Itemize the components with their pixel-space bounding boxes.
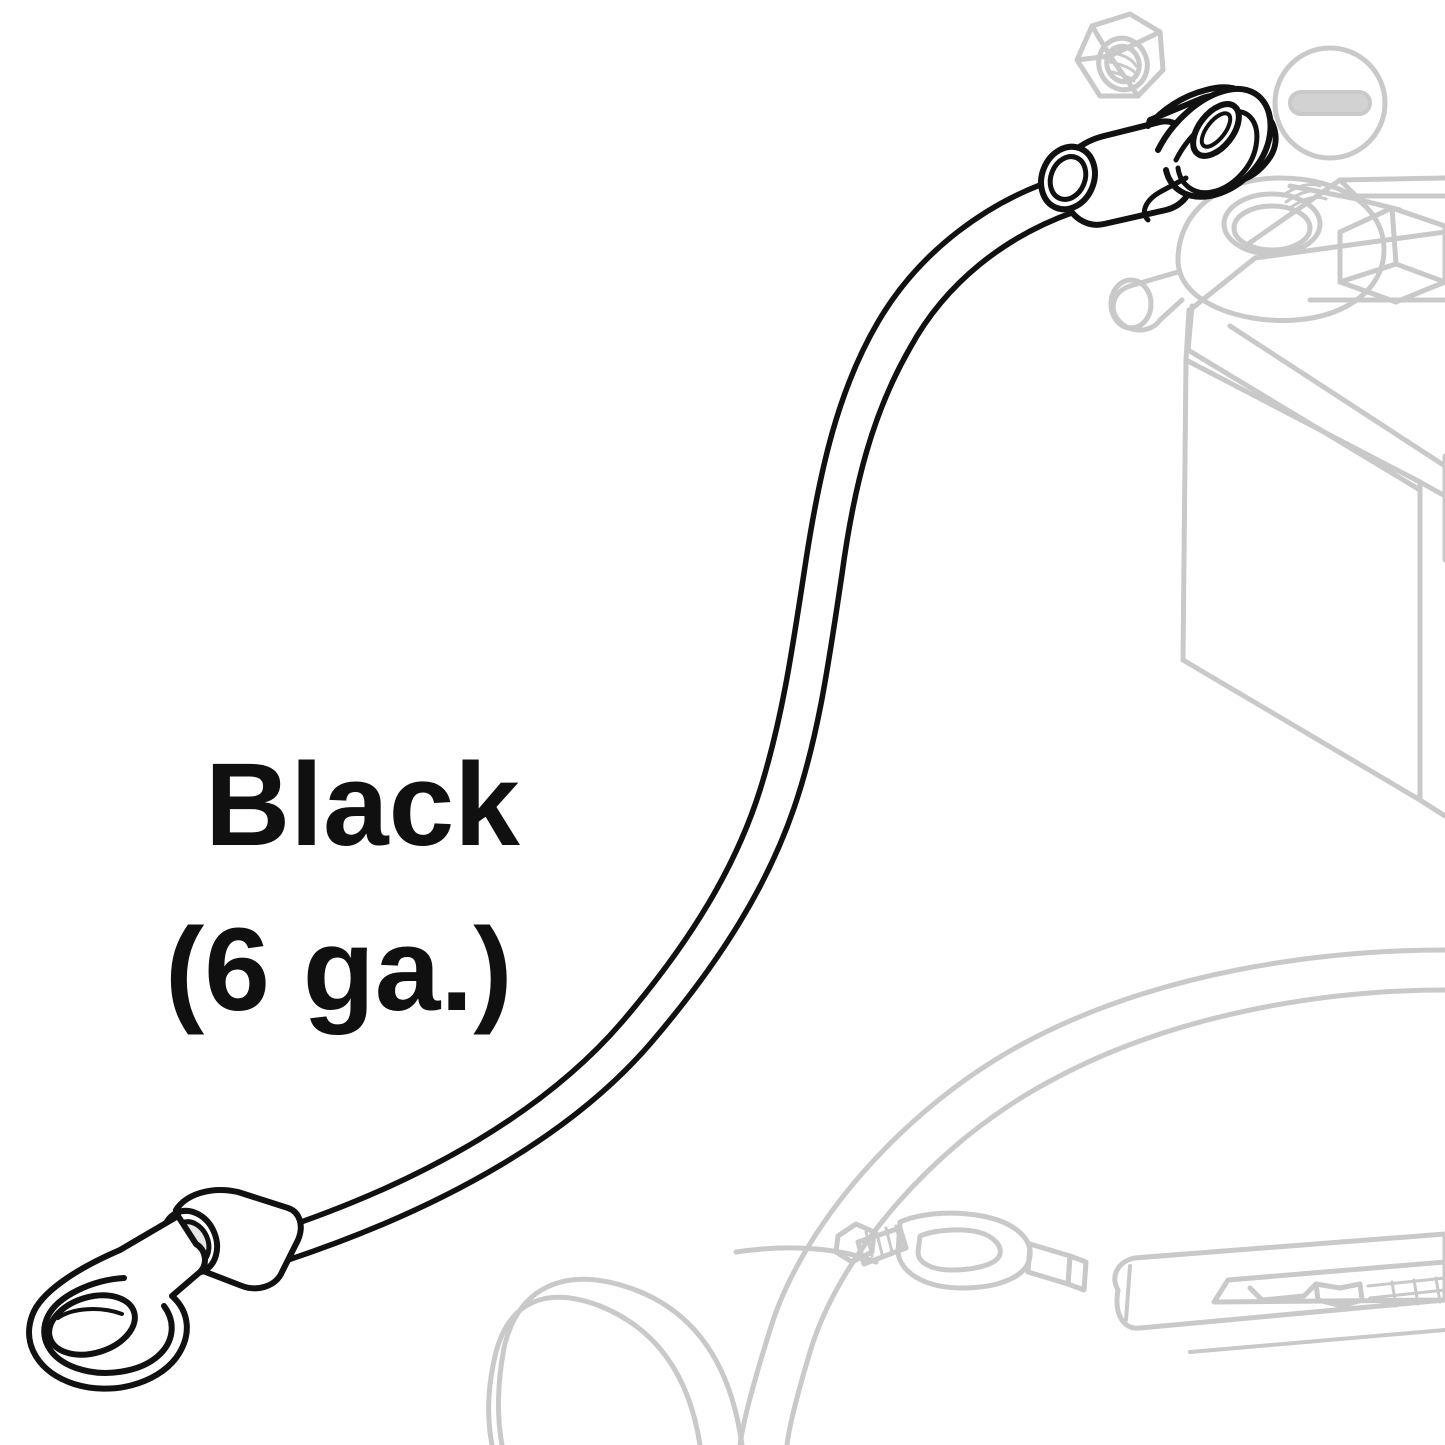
fuse-holder xyxy=(1112,1231,1445,1354)
battery-cable xyxy=(269,175,1077,1263)
battery-terminal-clamp xyxy=(1108,175,1445,493)
hex-nut-icon xyxy=(1074,11,1166,99)
cable-callout-label: Black (6 ga.) xyxy=(165,739,520,1036)
background-parts-group xyxy=(486,11,1445,1445)
battery-case-outline xyxy=(1180,175,1445,819)
inline-connector xyxy=(833,1210,1089,1293)
lower-ring-terminal xyxy=(26,1187,304,1392)
upper-ring-terminal xyxy=(1038,84,1279,228)
negative-terminal-symbol-icon xyxy=(1272,45,1388,161)
accessory-wire xyxy=(486,947,1445,1445)
cable-label-line2: (6 ga.) xyxy=(165,904,513,1036)
cable-label-line1: Black xyxy=(205,739,520,871)
